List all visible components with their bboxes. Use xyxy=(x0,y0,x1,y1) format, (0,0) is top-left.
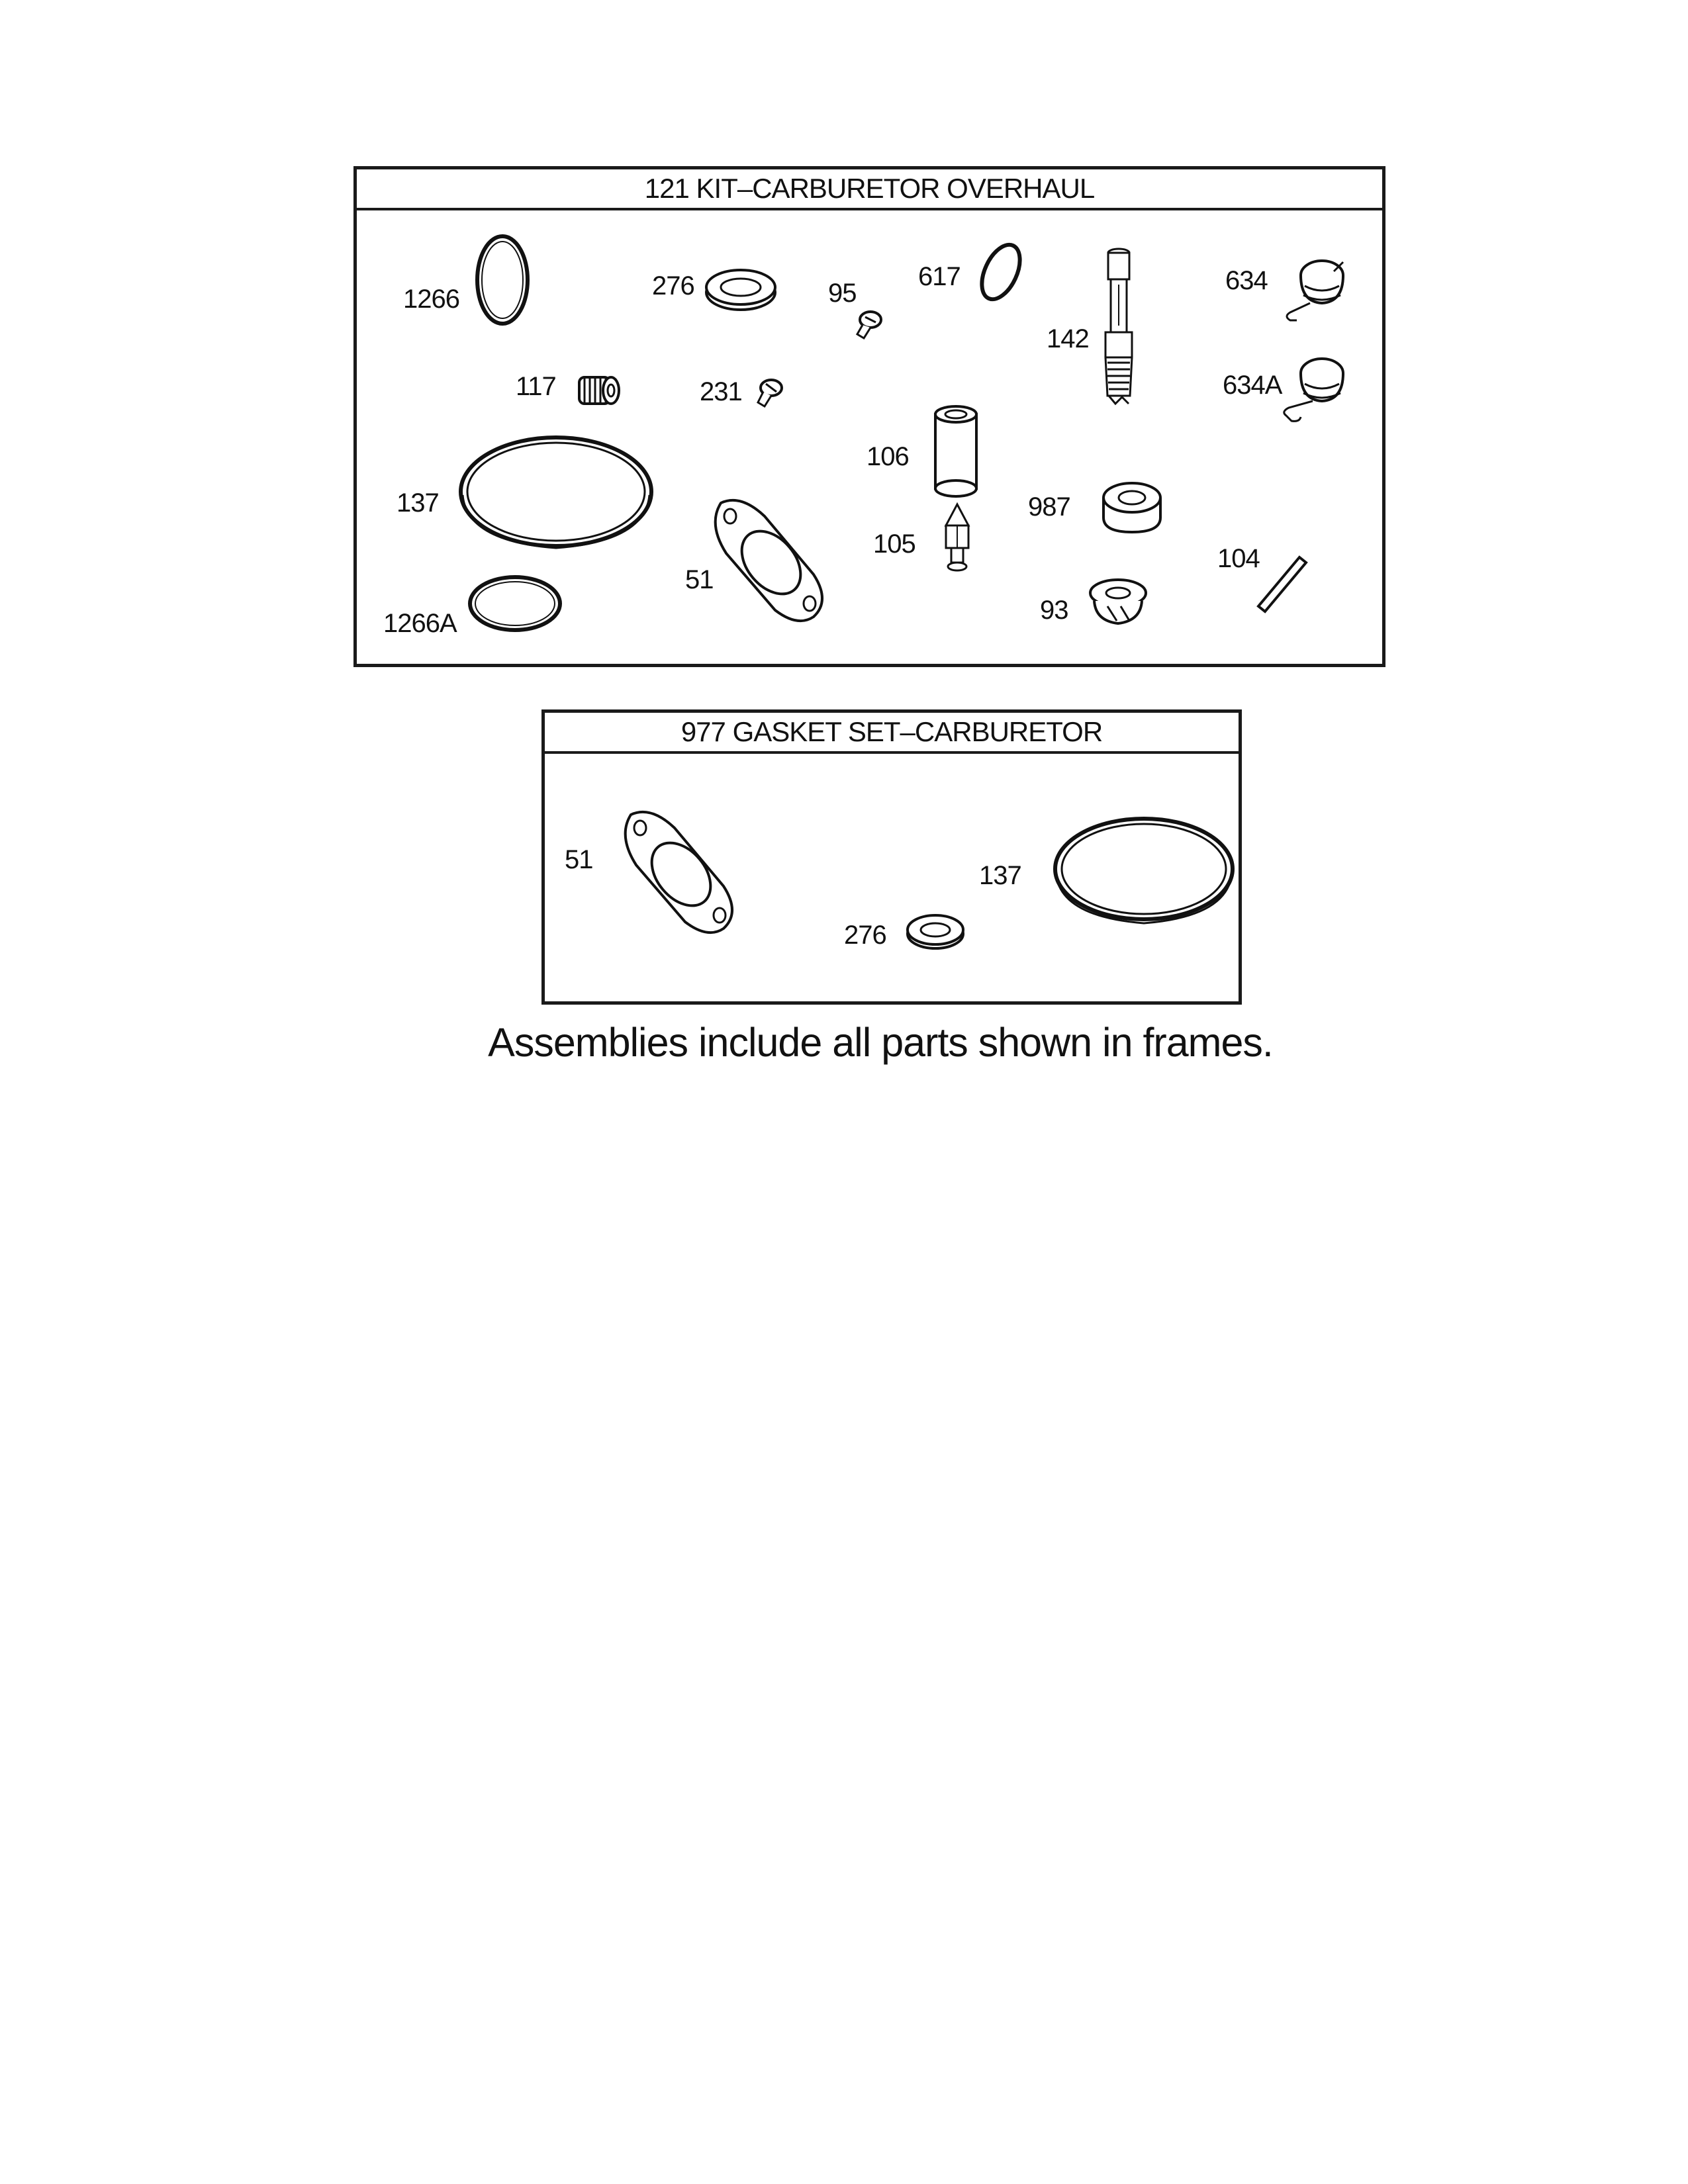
oring-1266-icon xyxy=(469,230,536,330)
gasket-ring-137-icon xyxy=(453,429,659,555)
flange-gasket-51-icon xyxy=(701,487,833,633)
nozzle-142-icon xyxy=(1089,244,1149,409)
callout-987: 987 xyxy=(1028,492,1071,522)
gasket-ring-137-icon xyxy=(1048,811,1240,930)
pin-104-icon xyxy=(1248,547,1314,619)
gasket-frame-title: 977 GASKET SET–CARBURETOR xyxy=(545,713,1239,754)
screw-117-icon xyxy=(569,368,628,414)
callout-51: 51 xyxy=(685,565,714,594)
assemblies-footnote: Assemblies include all parts shown in fr… xyxy=(488,1020,1274,1065)
callout-93: 93 xyxy=(1040,596,1068,625)
callout-1266A: 1266A xyxy=(383,609,457,638)
callout-142: 142 xyxy=(1047,324,1090,353)
bushing-987-icon xyxy=(1096,474,1168,540)
callout-617: 617 xyxy=(918,262,961,291)
callout-137: 137 xyxy=(397,488,440,518)
callout-51: 51 xyxy=(565,845,593,874)
needle-valve-105-icon xyxy=(934,500,980,580)
screw-231-icon xyxy=(749,373,788,413)
callout-634A: 634A xyxy=(1223,371,1282,400)
callout-634: 634 xyxy=(1225,266,1268,295)
callout-276: 276 xyxy=(844,921,887,950)
oring-1266A-icon xyxy=(465,570,565,637)
callout-117: 117 xyxy=(516,372,557,401)
callout-106: 106 xyxy=(867,442,910,471)
oring-617-icon xyxy=(971,236,1031,308)
callout-231: 231 xyxy=(700,377,743,406)
kit-carburetor-overhaul-frame: 121 KIT–CARBURETOR OVERHAUL 1266 276 95 … xyxy=(353,166,1385,667)
flange-gasket-51-icon xyxy=(611,799,743,944)
kit-frame-title: 121 KIT–CARBURETOR OVERHAUL xyxy=(357,169,1382,210)
spring-634A-icon xyxy=(1269,347,1355,433)
washer-276-icon xyxy=(902,909,968,955)
callout-1266: 1266 xyxy=(403,285,460,314)
cylinder-106-icon xyxy=(926,402,986,502)
callout-104: 104 xyxy=(1217,544,1260,573)
seat-93-icon xyxy=(1081,567,1154,633)
screw-95-icon xyxy=(848,305,888,345)
spring-634-icon xyxy=(1270,249,1356,335)
callout-95: 95 xyxy=(828,279,857,308)
callout-276: 276 xyxy=(652,271,695,300)
callout-137: 137 xyxy=(979,861,1022,890)
gasket-set-carburetor-frame: 977 GASKET SET–CARBURETOR 51 137 276 xyxy=(541,709,1242,1005)
callout-105: 105 xyxy=(873,529,916,559)
washer-276-icon xyxy=(701,267,780,314)
